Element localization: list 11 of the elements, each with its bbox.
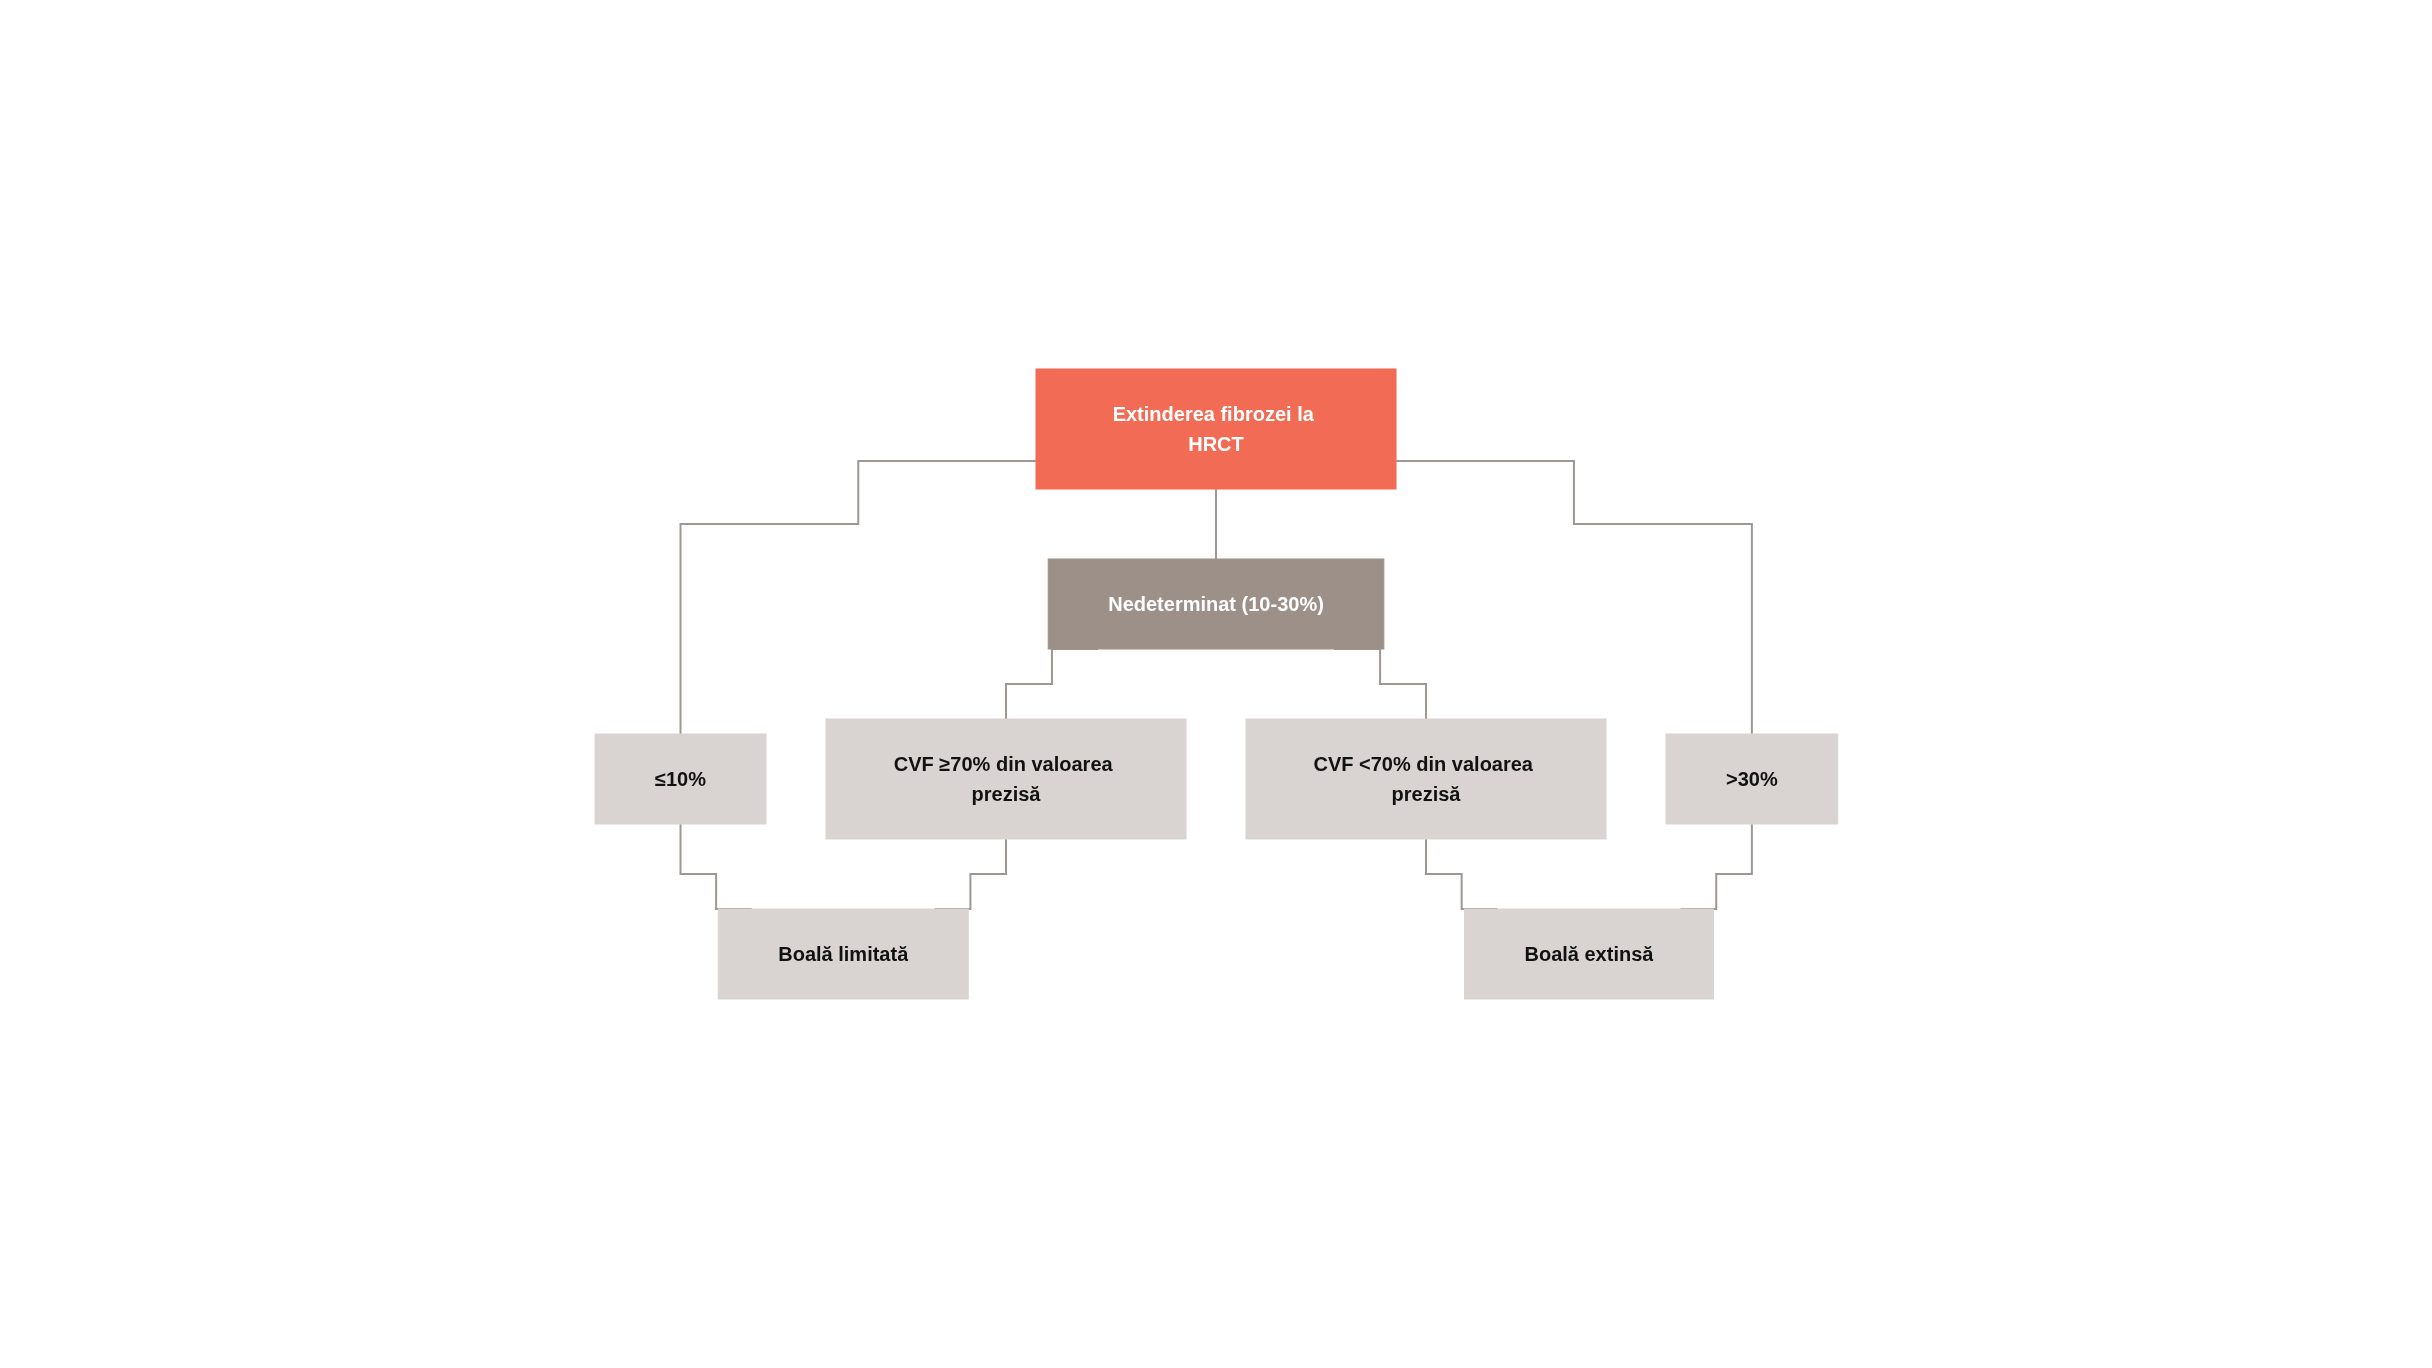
node-box: Boală limitată (717, 908, 969, 1000)
connector (1394, 459, 1753, 735)
node-box: Extinderea fibrozei la HRCT (1035, 368, 1397, 490)
node-box: Nedeterminat (10-30%) (1047, 558, 1384, 650)
connector (679, 459, 1037, 735)
node-box: CVF <70% din valoarea prezisă (1245, 718, 1607, 840)
node-box: ≤10% (594, 733, 767, 825)
node-box: Boală extinsă (1463, 908, 1714, 1000)
node-box: >30% (1665, 733, 1838, 825)
node-box: CVF ≥70% din valoarea prezisă (825, 718, 1187, 840)
connector (1214, 488, 1217, 560)
